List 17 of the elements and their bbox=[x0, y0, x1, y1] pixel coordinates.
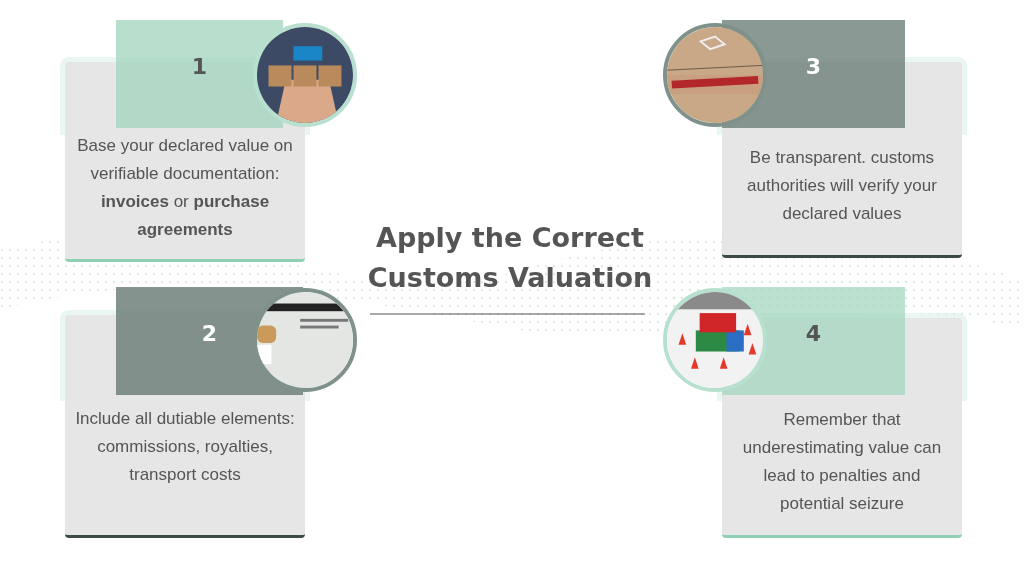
step-number: 1 bbox=[191, 53, 208, 79]
photo-placeholder bbox=[663, 288, 767, 392]
step-description: Include all dutiable elements: commissions, royalties, transport costs bbox=[75, 408, 295, 486]
step-number: 3 bbox=[805, 53, 822, 79]
step-description: Base your declared value on verifiable documentation: invoices or purchase agreements bbox=[76, 135, 294, 241]
title: Apply the Correct Customs Valuation bbox=[366, 221, 654, 295]
step-card bbox=[65, 396, 305, 538]
photo-placeholder bbox=[253, 23, 357, 127]
step-card bbox=[722, 396, 962, 538]
step-number: 2 bbox=[201, 320, 218, 346]
step-description: Remember that underestimating value can lead to penalties and potential seizure bbox=[741, 409, 943, 515]
step-card bbox=[65, 130, 305, 262]
number-band bbox=[116, 20, 283, 128]
step-description: Be transparent. customs authorities will verify your declared values bbox=[746, 147, 938, 225]
photo-placeholder bbox=[663, 23, 767, 127]
step-card bbox=[722, 130, 962, 258]
step-number: 4 bbox=[805, 320, 822, 346]
